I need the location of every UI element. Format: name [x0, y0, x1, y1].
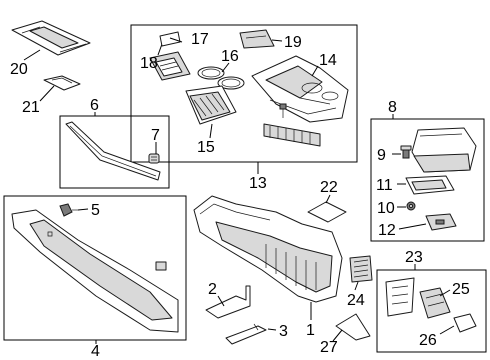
callout-21: 21 — [22, 99, 40, 116]
callout-19: 19 — [284, 34, 302, 51]
leader-24 — [354, 281, 359, 291]
callout-15: 15 — [197, 139, 215, 156]
part-26-cap — [453, 313, 477, 333]
leader-3 — [267, 328, 277, 331]
callout-3: 3 — [279, 323, 288, 340]
part-7-clip — [148, 153, 160, 164]
leader-27 — [332, 329, 343, 342]
callout-18: 18 — [140, 55, 158, 72]
leader-26 — [439, 325, 455, 335]
leader-2 — [217, 295, 225, 307]
part-27-panel — [335, 313, 371, 341]
group-box-6 — [59, 115, 170, 189]
callout-26: 26 — [419, 332, 437, 349]
callout-23: 23 — [405, 249, 423, 266]
callout-12: 12 — [378, 222, 396, 239]
part-19-panel — [239, 29, 275, 49]
callout-27: 27 — [320, 339, 338, 356]
callout-17: 17 — [191, 31, 209, 48]
box-13-fastener — [279, 103, 287, 118]
part-21-pad — [43, 75, 81, 91]
part-17-bracket — [159, 31, 181, 47]
callout-22: 22 — [320, 179, 338, 196]
leader-21 — [39, 85, 55, 102]
leader-16 — [221, 62, 230, 73]
group-box-13 — [130, 24, 358, 163]
part-8-armrest-lid — [411, 127, 477, 173]
part-10-nut — [406, 201, 416, 211]
callout-8: 8 — [388, 99, 397, 116]
callout-10: 10 — [377, 200, 395, 217]
leader-25 — [439, 289, 451, 297]
callout-2: 2 — [208, 281, 217, 298]
leader-17 — [169, 37, 183, 43]
callout-16: 16 — [221, 48, 239, 65]
callout-7: 7 — [151, 127, 160, 144]
group-box-8 — [370, 118, 485, 242]
part-22-pad — [307, 201, 347, 223]
callout-14: 14 — [319, 52, 337, 69]
box-13-lower-panel — [263, 123, 321, 147]
leader-12 — [398, 223, 427, 230]
callout-9: 9 — [377, 147, 386, 164]
callout-4: 4 — [91, 343, 100, 360]
part-23-bezel — [385, 277, 415, 317]
part-16-cupholder — [197, 66, 245, 90]
leader-15 — [209, 123, 213, 139]
leader-20 — [23, 49, 41, 61]
callout-24: 24 — [347, 292, 365, 309]
group-box-4 — [3, 195, 187, 341]
callout-5: 5 — [91, 202, 100, 219]
callout-25: 25 — [452, 281, 470, 298]
leader-5 — [77, 208, 89, 211]
group-box-23 — [376, 269, 487, 353]
part-18-insert — [149, 51, 191, 81]
part-11-storage-bin — [405, 175, 455, 195]
leader-22 — [325, 194, 331, 204]
part-2-bracket — [205, 285, 251, 319]
part-6-trim-strip — [65, 121, 161, 181]
callout-1: 1 — [306, 322, 315, 339]
part-4-side-panel — [11, 209, 179, 333]
leader-19 — [271, 39, 283, 42]
callout-20: 20 — [10, 61, 28, 78]
callout-13: 13 — [249, 175, 267, 192]
leader-14 — [311, 65, 319, 77]
part-9-hinge — [400, 145, 412, 159]
leader-18 — [157, 43, 163, 56]
part-3-bracket — [225, 323, 267, 345]
part-20-mat — [11, 20, 91, 56]
part-25-switch — [419, 287, 451, 319]
part-15-tray — [185, 85, 237, 125]
part-24-vent — [349, 255, 373, 283]
part-12-latch — [425, 213, 457, 231]
part-1-console-body — [193, 195, 343, 303]
callout-11: 11 — [376, 177, 393, 194]
callout-6: 6 — [90, 97, 99, 114]
part-5-screw — [59, 203, 78, 217]
